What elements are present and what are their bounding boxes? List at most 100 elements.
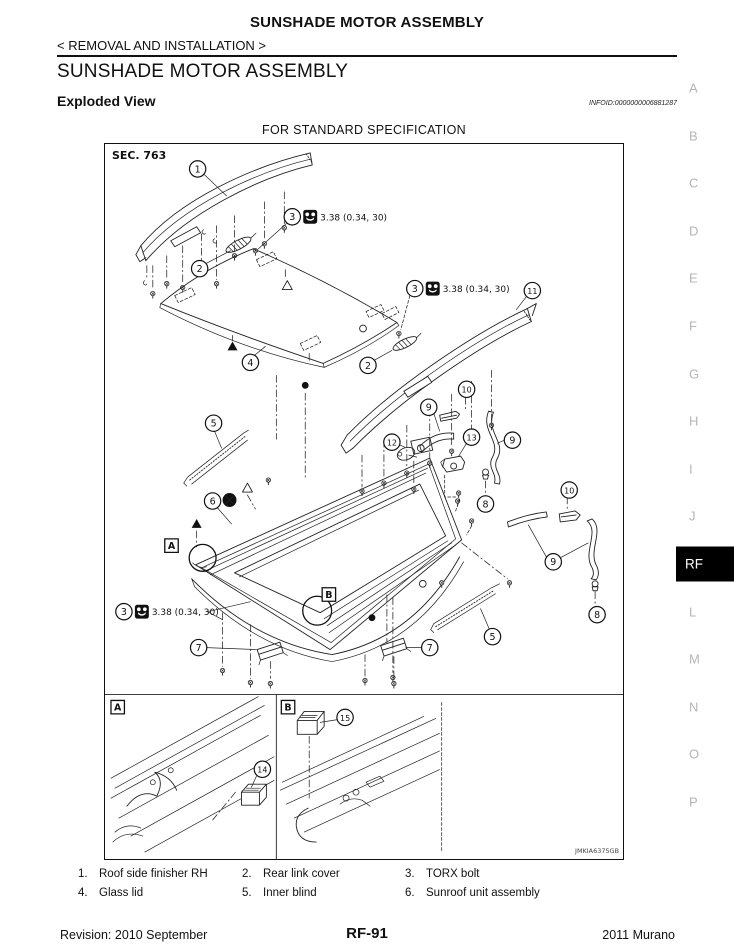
- drain-hose-right-cluster: [507, 497, 598, 608]
- callout-1: 1: [189, 161, 205, 177]
- sunroof-unit-frame: [192, 458, 513, 688]
- callout-10: 10: [561, 482, 577, 498]
- svg-text:11: 11: [527, 287, 537, 296]
- header-divider: [57, 55, 677, 58]
- figure-caption: FOR STANDARD SPECIFICATION: [262, 123, 466, 137]
- torque-callout: 3 3.38 (0.34, 30): [116, 604, 219, 620]
- callout-9: 9: [504, 432, 520, 448]
- svg-text:8: 8: [483, 499, 489, 510]
- side-index-tab-j[interactable]: J: [689, 508, 696, 524]
- callout-7: 7: [422, 639, 438, 655]
- svg-text:7: 7: [196, 643, 202, 654]
- part-number: 6.: [405, 887, 415, 899]
- bracket-left: [207, 641, 288, 689]
- exploded-view-figure: SEC. 763: [104, 143, 624, 860]
- side-index-tab-n[interactable]: N: [689, 699, 699, 715]
- callout-9: 9: [545, 554, 561, 570]
- side-index-tab-f[interactable]: F: [689, 318, 697, 334]
- subsection-title: Exploded View: [57, 93, 156, 109]
- side-index-tab-i[interactable]: I: [689, 461, 693, 477]
- section-title: SUNSHADE MOTOR ASSEMBLY: [57, 61, 349, 82]
- svg-text:A: A: [168, 541, 176, 552]
- side-index-tab-m[interactable]: M: [689, 651, 700, 667]
- svg-text:14: 14: [257, 766, 267, 775]
- part-name: TORX bolt: [426, 868, 480, 880]
- callout-6: 6: [204, 493, 220, 509]
- svg-text:10: 10: [564, 486, 574, 495]
- figure-image-code: JMKIA6375GB: [574, 847, 619, 855]
- callout-8: 8: [589, 607, 605, 623]
- svg-text:8: 8: [594, 610, 600, 621]
- inner-blind-strip-upper: [184, 430, 272, 486]
- glass-lid: [160, 249, 399, 477]
- side-index-tab-p[interactable]: P: [689, 794, 698, 810]
- torque-icon: [303, 209, 318, 224]
- torque-value: 3.38 (0.34, 30): [152, 608, 219, 618]
- footer-model: 2011 Murano: [602, 928, 675, 942]
- torque-icon: [134, 604, 149, 619]
- footer-revision: Revision: 2010 September: [60, 928, 208, 942]
- side-index-tab-b[interactable]: B: [689, 128, 698, 144]
- part-number: 1.: [78, 868, 88, 880]
- detail-section-frame: [105, 694, 623, 859]
- svg-text:A: A: [114, 703, 122, 714]
- part-name: Roof side finisher RH: [99, 868, 208, 880]
- svg-text:5: 5: [211, 419, 217, 430]
- page-title: SUNSHADE MOTOR ASSEMBLY: [249, 14, 485, 31]
- side-index-tab-g[interactable]: G: [689, 366, 700, 382]
- side-index-tab-d[interactable]: D: [689, 223, 699, 239]
- callout-5: 5: [484, 628, 500, 644]
- callout-15: 15: [337, 709, 353, 725]
- svg-text:9: 9: [550, 557, 556, 568]
- side-index-tab-rf[interactable]: RF: [676, 546, 734, 582]
- callout-2: 2: [360, 357, 376, 373]
- sec-label: SEC. 763: [112, 149, 166, 162]
- svg-text:5: 5: [489, 632, 495, 643]
- breadcrumb: < REMOVAL AND INSTALLATION >: [57, 38, 267, 53]
- region-marker-B: B: [303, 588, 336, 625]
- sunshade-motor-bracket: [441, 443, 467, 507]
- stopper-block-15: [297, 711, 324, 734]
- svg-text:2: 2: [197, 264, 203, 275]
- svg-text:2: 2: [365, 361, 371, 372]
- callout-10: 10: [458, 381, 474, 397]
- svg-text:3: 3: [121, 607, 127, 618]
- svg-text:9: 9: [426, 403, 432, 414]
- torque-leader-lines: [208, 602, 251, 620]
- side-index-tab-l[interactable]: L: [689, 604, 697, 620]
- exploded-view-drawing: SEC. 763: [105, 149, 623, 859]
- callout-14: 14: [254, 761, 270, 777]
- side-index-tab-o[interactable]: O: [689, 746, 700, 762]
- svg-text:B: B: [325, 590, 332, 601]
- part-number: 4.: [78, 887, 88, 899]
- torque-icon: [425, 281, 440, 296]
- svg-text:1: 1: [195, 164, 201, 175]
- callout-4: 4: [242, 354, 258, 370]
- side-index-tab-e[interactable]: E: [689, 270, 698, 286]
- footer-page-code: RF-91: [346, 925, 388, 942]
- side-index-tab-a[interactable]: A: [689, 80, 698, 96]
- svg-text:7: 7: [427, 643, 433, 654]
- svg-text:4: 4: [247, 358, 253, 369]
- side-index-tab-h[interactable]: H: [689, 413, 699, 429]
- callout-9: 9: [421, 399, 437, 415]
- part-name: Sunroof unit assembly: [426, 887, 540, 899]
- part-name: Glass lid: [99, 887, 144, 899]
- infoid-label: INFOID:0000000006881287: [589, 100, 677, 107]
- svg-text:12: 12: [387, 439, 397, 448]
- part-name: Inner blind: [263, 887, 317, 899]
- callout-2: 2: [191, 260, 207, 276]
- detail-view-b-art: [280, 711, 459, 842]
- callout-13: 13: [463, 429, 479, 445]
- rear-link-cover-left: [206, 223, 288, 264]
- stopper-block-14: [241, 784, 266, 805]
- diagram-line-art: [105, 153, 623, 859]
- svg-text:9: 9: [509, 436, 515, 447]
- callout-8: 8: [477, 496, 493, 512]
- svg-text:B: B: [284, 703, 291, 714]
- part-number: 5.: [242, 887, 252, 899]
- side-index-tab-c[interactable]: C: [689, 175, 699, 191]
- side-index: A B C D E F G H I J RF L M N O P: [676, 0, 734, 950]
